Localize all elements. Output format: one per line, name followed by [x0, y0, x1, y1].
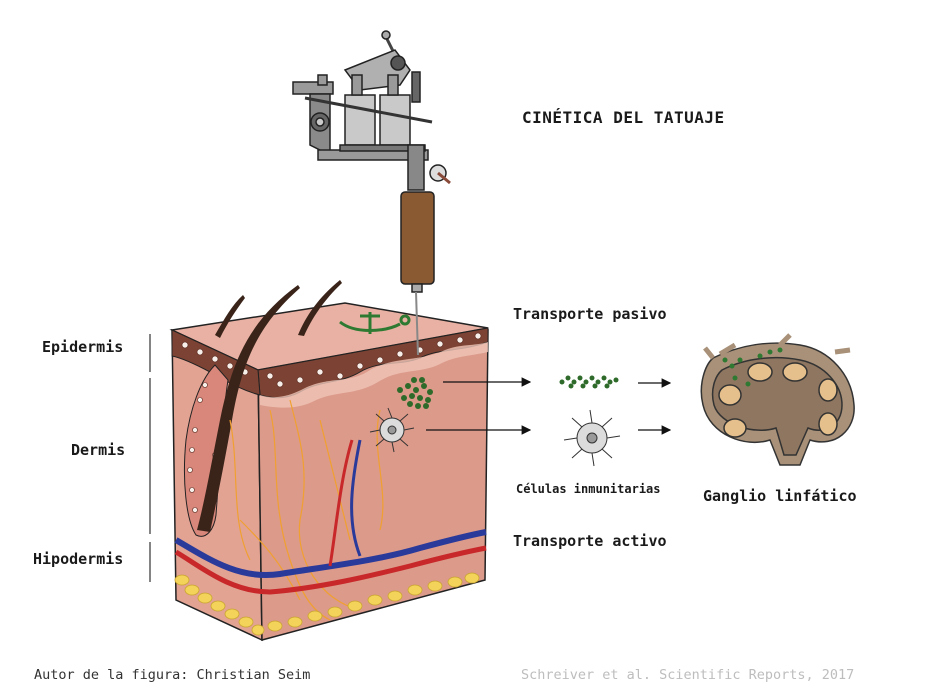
- diagram-title: CINÉTICA DEL TATUAJE: [522, 108, 725, 127]
- vein-branch: [350, 439, 362, 557]
- fat-layer: [174, 572, 480, 636]
- label-active-transport: Transporte activo: [513, 532, 667, 550]
- hair-shaft: [197, 285, 300, 532]
- ink-particles-dermis: [397, 377, 433, 409]
- lymph-node: [700, 333, 855, 466]
- tattoo-machine: [292, 30, 451, 356]
- artery-branch: [328, 439, 354, 567]
- hair-shaft-2: [215, 295, 245, 338]
- skin-block: [169, 280, 489, 642]
- label-immune-cells: Células inmunitarias: [516, 482, 661, 496]
- label-passive-transport: Transporte pasivo: [513, 305, 667, 323]
- arrows: [426, 377, 672, 435]
- label-lymph-node: Ganglio linfático: [703, 487, 857, 505]
- reference-credit: Schreiver et al. Scientific Reports, 201…: [521, 667, 855, 683]
- label-hypodermis: Hipodermis: [33, 550, 124, 568]
- nerves: [229, 399, 384, 621]
- vein-blue: [174, 529, 487, 579]
- lymph-follicles: [718, 362, 838, 438]
- label-epidermis: Epidermis: [42, 338, 124, 356]
- immune-cell-active: [563, 409, 621, 467]
- artery-red: [174, 545, 487, 595]
- author-credit: Autor de la figura: Christian Seim: [34, 667, 311, 683]
- needle: [415, 291, 419, 356]
- grip: [400, 191, 435, 285]
- tattoo-anchor: [339, 312, 411, 334]
- ink-cluster-passive: [559, 375, 619, 389]
- hair-shaft-3: [298, 280, 342, 336]
- immune-cell-dermis: [369, 407, 415, 453]
- label-dermis: Dermis: [71, 441, 126, 459]
